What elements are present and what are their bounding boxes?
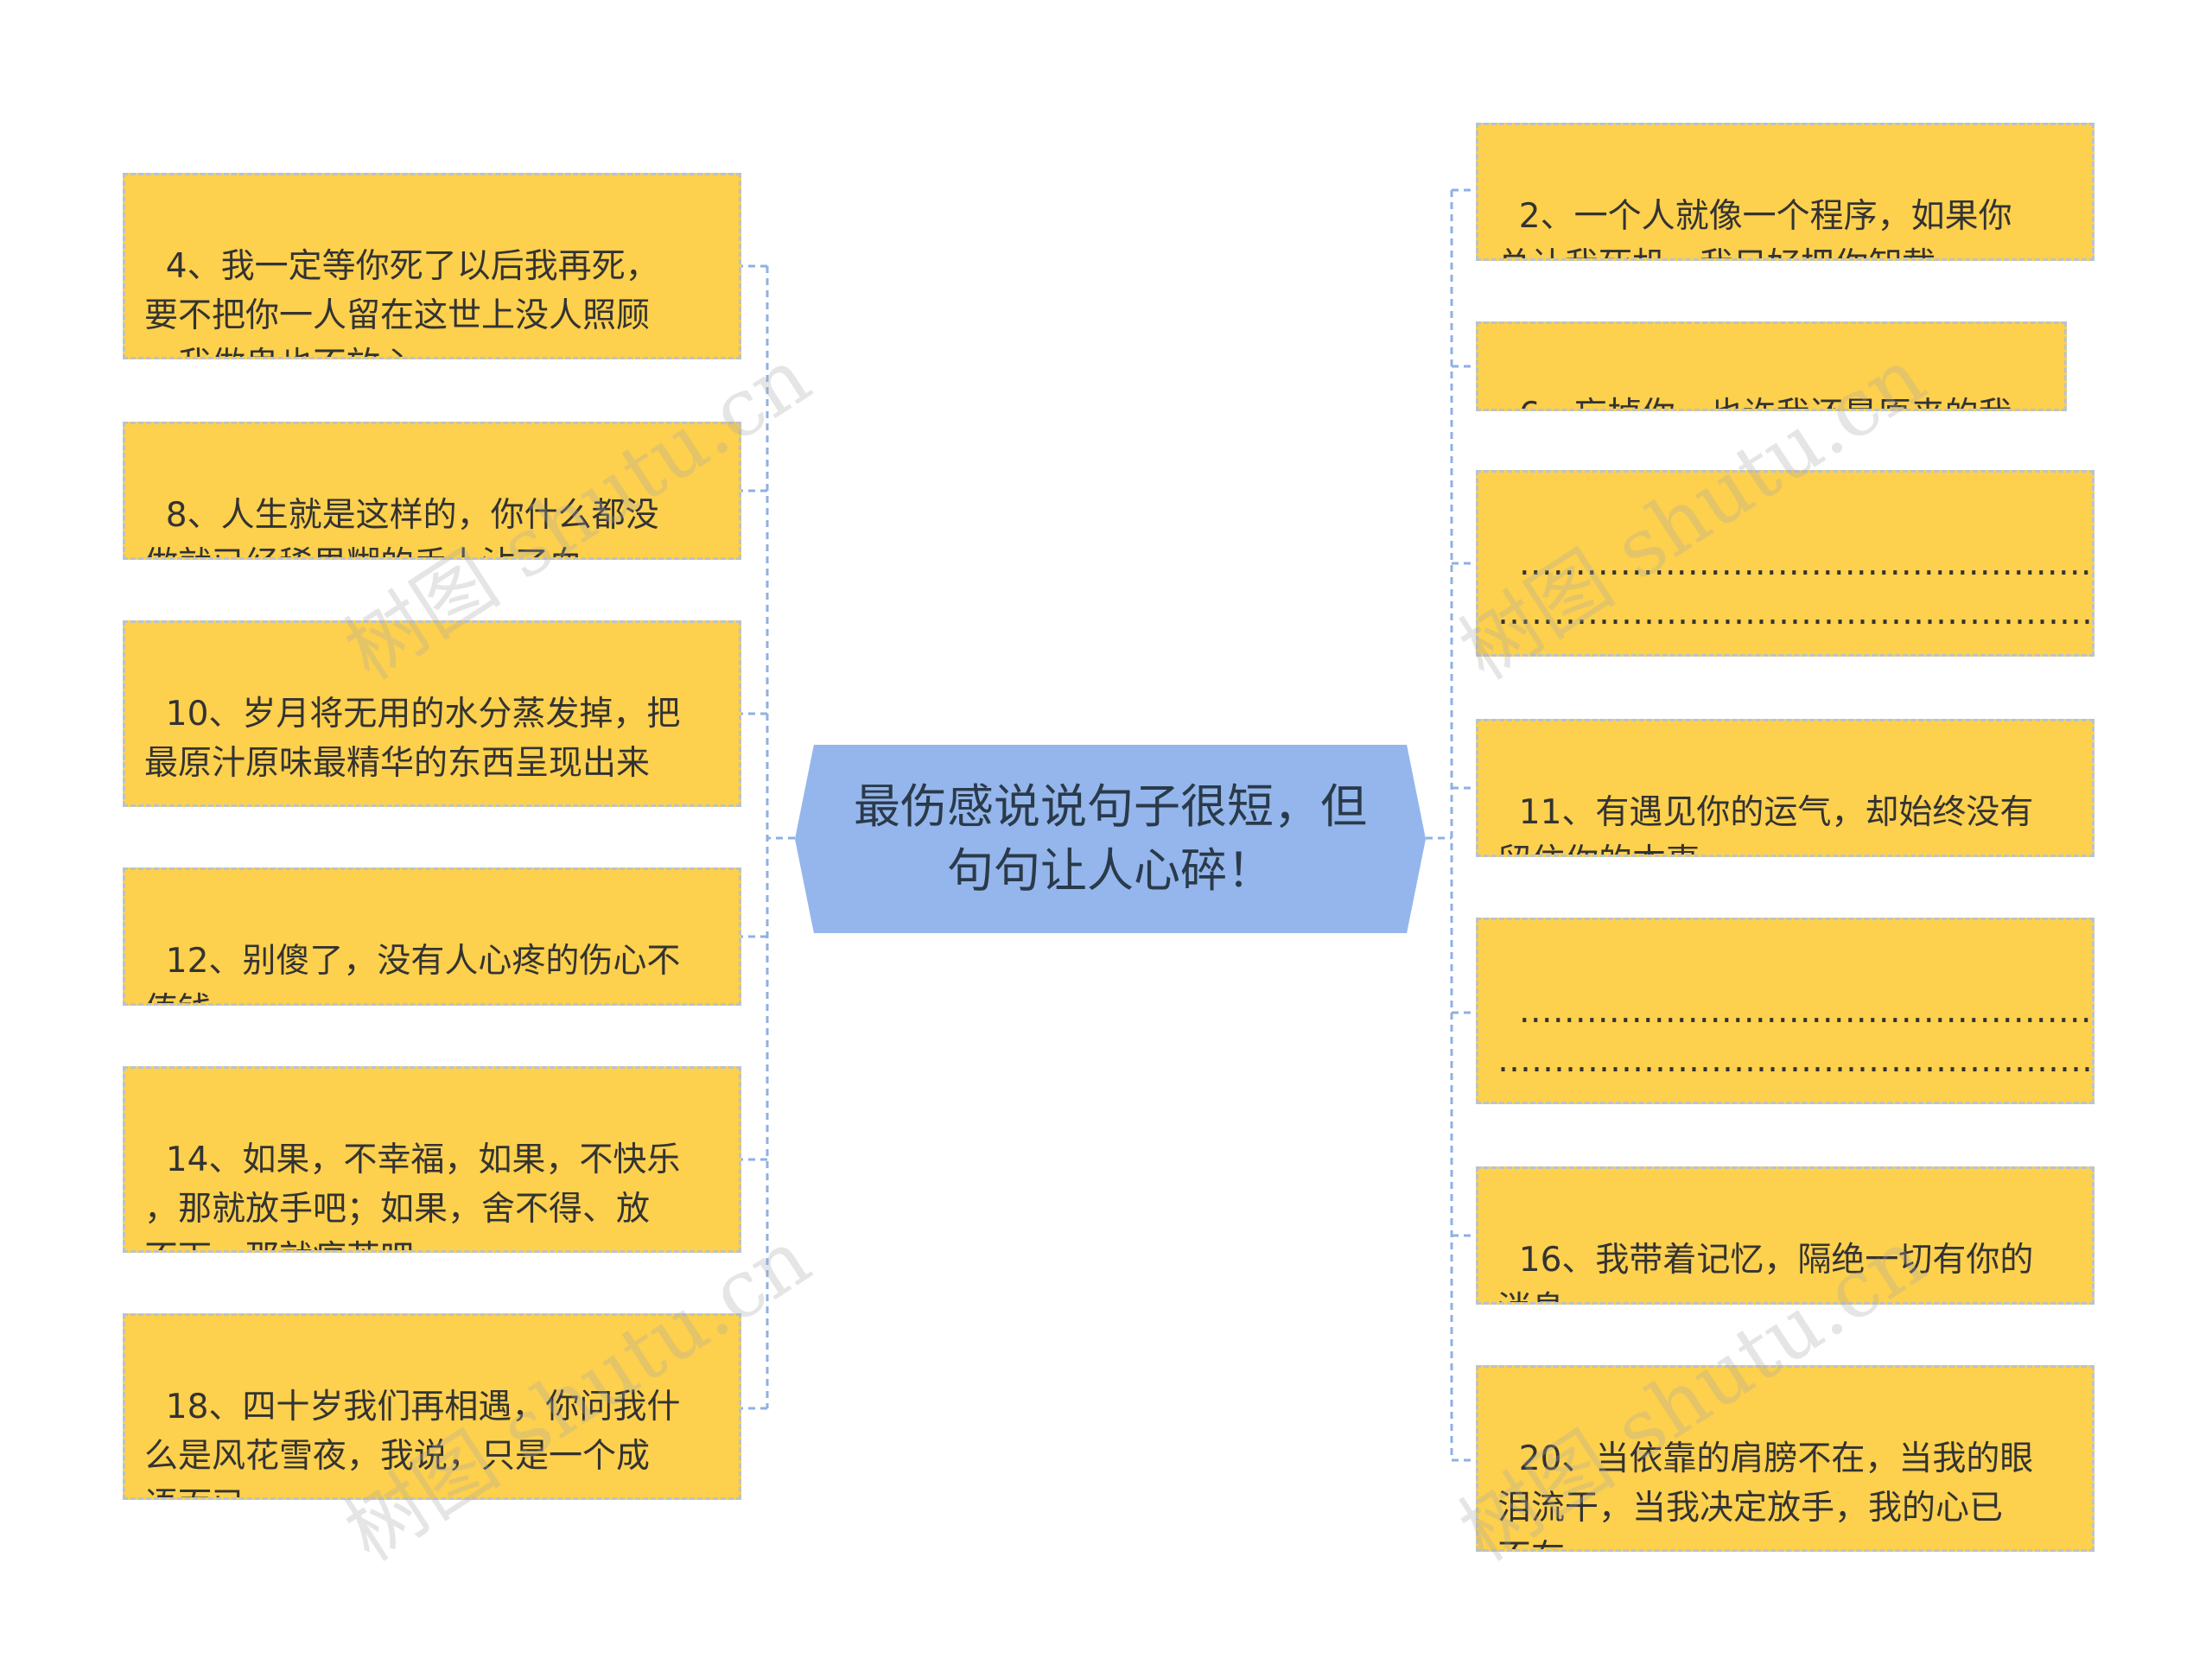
topic-text: 2、一个人就像一个程序，如果你 总让我死机，我只好把你卸载。 [1497,197,2012,258]
topic-text: 14、如果，不幸福，如果，不快乐 ，那就放手吧；如果，舍不得、放 不下，那就痛苦… [144,1140,681,1250]
topic-text: 18、四十岁我们再相遇，你问我什 么是风花雪夜，我说，只是一个成 语而已。 [144,1388,681,1497]
topic-node-right-4[interactable]: 11、有遇见你的运气，却始终没有 留住你的本事。 [1476,719,2094,857]
topic-node-right-7[interactable]: 20、当依靠的肩膀不在，当我的眼 泪流干，当我决定放手，我的心已 不在。 [1476,1365,2094,1552]
topic-text: 8、人生就是这样的，你什么都没 做就已经稀里糊的手上沾了血。 [144,496,659,557]
topic-text: 11、有遇见你的运气，却始终没有 留住你的本事。 [1497,793,2034,855]
central-topic-text: 最伤感说说句子很短，但 句句让人心碎！ [854,779,1367,898]
topic-node-left-2[interactable]: 8、人生就是这样的，你什么都没 做就已经稀里糊的手上沾了血。 [123,422,741,560]
topic-node-right-1[interactable]: 2、一个人就像一个程序，如果你 总让我死机，我只好把你卸载。 [1476,123,2094,261]
central-topic[interactable]: 最伤感说说句子很短，但 句句让人心碎！ [795,745,1426,933]
topic-text: 20、当依靠的肩膀不在，当我的眼 泪流干，当我决定放手，我的心已 不在。 [1497,1439,2034,1549]
topic-text: 10、岁月将无用的水分蒸发掉，把 最原汁原味最精华的东西呈现出来 。 [144,695,681,804]
topic-node-left-5[interactable]: 14、如果，不幸福，如果，不快乐 ，那就放手吧；如果，舍不得、放 不下，那就痛苦… [123,1066,741,1253]
topic-node-right-2[interactable]: 6、忘掉你，也许我还是原来的我. [1476,321,2067,411]
topic-node-left-3[interactable]: 10、岁月将无用的水分蒸发掉，把 最原汁原味最精华的东西呈现出来 。 [123,620,741,807]
topic-text: 6、忘掉你，也许我还是原来的我. [1519,396,2023,409]
topic-node-left-1[interactable]: 4、我一定等你死了以后我再死， 要不把你一人留在这世上没人照顾 ，我做鬼也不放心… [123,173,741,359]
topic-text: ……………………………………………… ……………………………………………… ……… [1497,544,2094,654]
topic-node-right-6[interactable]: 16、我带着记忆，隔绝一切有你的 消息. [1476,1166,2094,1305]
topic-text: 16、我带着记忆，隔绝一切有你的 消息. [1497,1241,2034,1302]
topic-node-right-5[interactable]: ……………………………………………… ……………………………………………… ……… [1476,918,2094,1104]
topic-node-left-4[interactable]: 12、别傻了，没有人心疼的伤心不 值钱。 [123,867,741,1006]
topic-text: 4、我一定等你死了以后我再死， 要不把你一人留在这世上没人照顾 ，我做鬼也不放心… [144,247,659,357]
topic-node-left-6[interactable]: 18、四十岁我们再相遇，你问我什 么是风花雪夜，我说，只是一个成 语而已。 [123,1313,741,1500]
topic-node-right-3[interactable]: ……………………………………………… ……………………………………………… ……… [1476,470,2094,657]
topic-text: 12、别傻了，没有人心疼的伤心不 值钱。 [144,942,681,1003]
topic-text: ……………………………………………… ……………………………………………… ……… [1497,992,2094,1102]
